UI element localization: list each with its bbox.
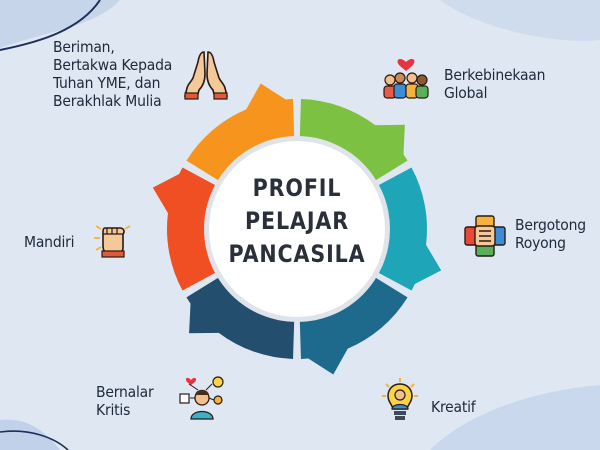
diagram-segments [152, 83, 442, 375]
corner-decoration-bottom-left [0, 419, 60, 450]
corner-line-bottom-left [0, 430, 69, 450]
label-kreatif: Kreatif [431, 398, 476, 416]
segment-gotong [299, 272, 408, 375]
diverse-people-icon [383, 59, 429, 99]
segment-beriman [299, 99, 408, 186]
label-mandiri: Mandiri [24, 233, 75, 251]
fist-icon [94, 225, 131, 258]
title-line-1: PROFIL [252, 174, 342, 202]
diagram-title: PROFIL PELAJAR PANCASILA [224, 172, 370, 271]
corner-line-top-left [0, 0, 101, 51]
segment-global [369, 167, 442, 291]
label-global: Berkebinekaan Global [444, 66, 546, 102]
title-line-2: PELAJAR [245, 207, 349, 235]
label-bernalar-kritis: Bernalar Kritis [96, 383, 154, 419]
thinking-person-icon [179, 376, 224, 420]
segment-mandiri [186, 83, 295, 186]
center-circle [209, 141, 385, 317]
segment-kritis [152, 167, 225, 291]
joined-hands-icon [464, 215, 506, 257]
segment-kreatif [186, 272, 295, 359]
corner-decoration-top-right [440, 0, 600, 41]
title-line-3: PANCASILA [228, 240, 366, 268]
praying-hands-icon [184, 51, 228, 100]
corner-decoration-bottom-right [430, 385, 600, 450]
label-gotong-royong: Bergotong Royong [515, 216, 586, 252]
label-beriman: Beriman, Bertakwa Kepada Tuhan YME, dan … [53, 38, 173, 110]
lightbulb-person-icon [382, 378, 418, 420]
